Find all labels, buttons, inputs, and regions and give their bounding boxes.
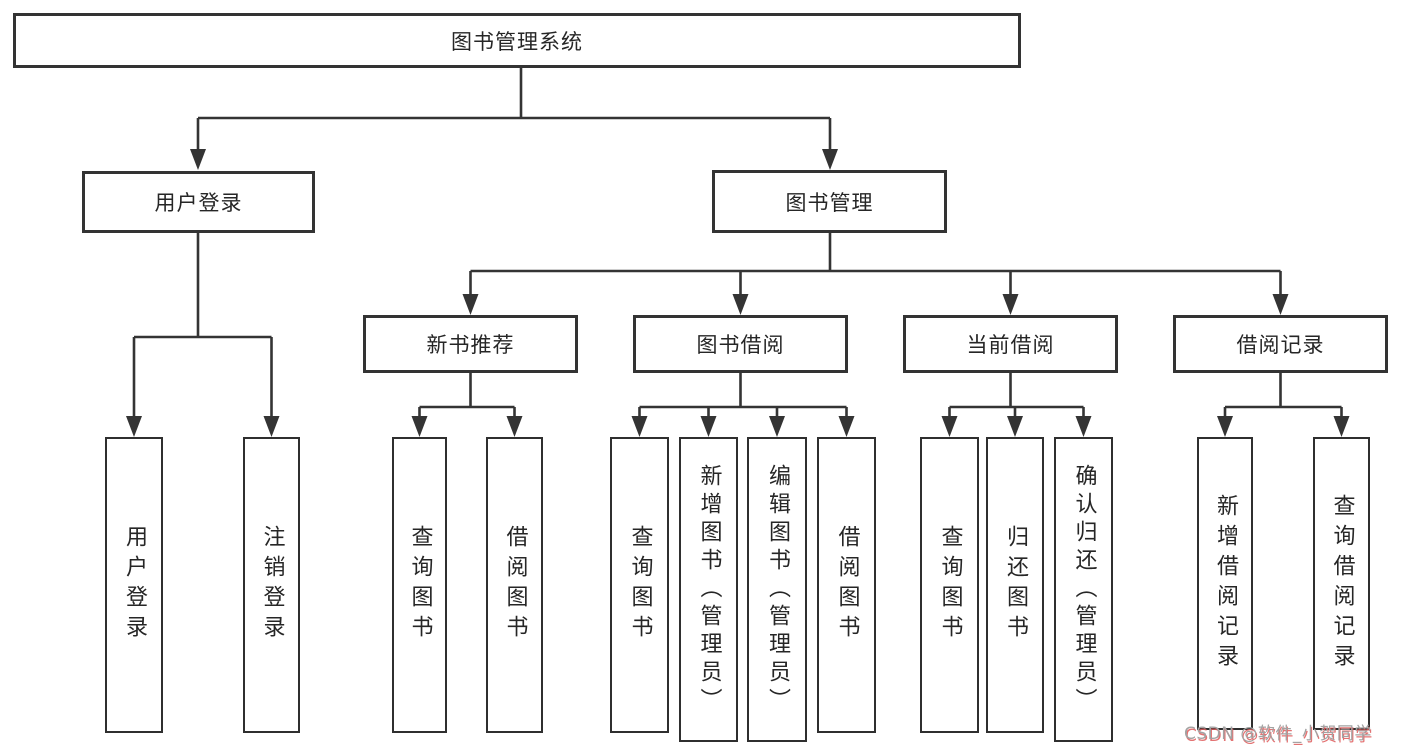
- node-new-book-recommend-label: 新书推荐: [426, 333, 515, 357]
- leaf-borrow-books-borrowing-label: 借阅图书: [834, 525, 860, 645]
- node-book-borrowing-label: 图书借阅: [696, 333, 785, 357]
- leaf-add-borrow-record: 新增借阅记录: [1197, 437, 1253, 730]
- leaf-confirm-return-admin-label: 确认归还（管理员）: [1071, 463, 1097, 716]
- leaf-add-book-admin: 新增图书（管理员）: [679, 437, 738, 742]
- leaf-borrow-books-recommend-label: 借阅图书: [502, 525, 528, 645]
- node-borrowing-records: 借阅记录: [1173, 315, 1388, 373]
- leaf-logout: 注销登录: [243, 437, 300, 733]
- node-book-borrowing: 图书借阅: [633, 315, 848, 373]
- node-root-system: 图书管理系统: [13, 13, 1021, 68]
- leaf-return-book: 归还图书: [986, 437, 1044, 733]
- leaf-borrow-books-recommend: 借阅图书: [486, 437, 543, 733]
- leaf-query-books-current: 查询图书: [920, 437, 979, 733]
- leaf-query-books-recommend-label: 查询图书: [407, 525, 433, 645]
- leaf-edit-book-admin-label: 编辑图书（管理员）: [765, 463, 790, 716]
- leaf-user-login: 用户登录: [105, 437, 163, 733]
- node-current-borrowing-label: 当前借阅: [966, 333, 1055, 357]
- leaf-user-login-label: 用户登录: [122, 525, 147, 645]
- node-new-book-recommend: 新书推荐: [363, 315, 578, 373]
- leaf-add-borrow-record-label: 新增借阅记录: [1213, 493, 1238, 674]
- csdn-watermark: CSDN @软件_小贺同学: [1184, 724, 1372, 744]
- leaf-query-books-recommend: 查询图书: [392, 437, 447, 733]
- node-root-label: 图书管理系统: [451, 29, 583, 54]
- node-user-login: 用户登录: [82, 171, 315, 233]
- leaf-query-books-borrowing-label: 查询图书: [627, 525, 653, 645]
- leaf-query-borrow-record-label: 查询借阅记录: [1329, 493, 1355, 674]
- node-user-login-label: 用户登录: [154, 191, 243, 215]
- node-book-management-label: 图书管理: [785, 190, 874, 215]
- leaf-query-borrow-record: 查询借阅记录: [1313, 437, 1370, 730]
- leaf-query-books-borrowing: 查询图书: [610, 437, 669, 733]
- leaf-add-book-admin-label: 新增图书（管理员）: [696, 463, 722, 716]
- leaf-return-book-label: 归还图书: [1003, 525, 1028, 645]
- leaf-logout-label: 注销登录: [259, 525, 285, 645]
- node-borrowing-records-label: 借阅记录: [1236, 333, 1325, 357]
- leaf-borrow-books-borrowing: 借阅图书: [817, 437, 876, 733]
- leaf-query-books-current-label: 查询图书: [937, 525, 963, 645]
- node-current-borrowing: 当前借阅: [903, 315, 1118, 373]
- leaf-confirm-return-admin: 确认归还（管理员）: [1054, 437, 1113, 742]
- node-book-management: 图书管理: [712, 170, 947, 233]
- leaf-edit-book-admin: 编辑图书（管理员）: [747, 437, 807, 742]
